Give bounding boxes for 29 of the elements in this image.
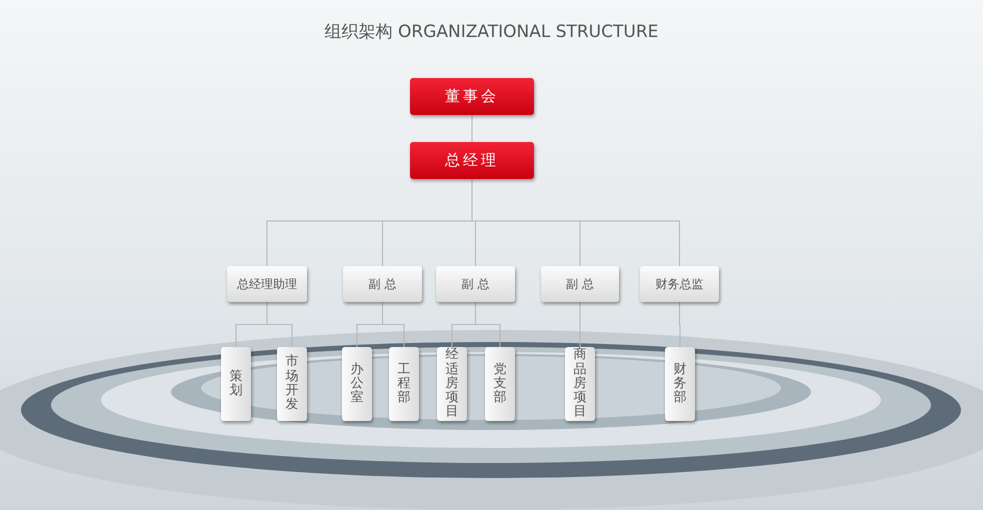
leader-box: 总经理	[410, 142, 534, 179]
department-box: 副 总	[343, 266, 422, 302]
unit-box	[437, 347, 467, 421]
connector-line	[472, 178, 680, 266]
unit-box	[221, 347, 251, 421]
department-box: 财务总监	[640, 266, 719, 302]
unit-box	[565, 347, 595, 421]
unit-box	[277, 347, 307, 421]
department-box: 副 总	[436, 266, 515, 302]
unit-box	[665, 347, 695, 421]
unit-name: 财务部	[674, 362, 686, 406]
unit-name: 党支部	[494, 362, 506, 406]
unit-name: 工程部	[398, 362, 410, 406]
title: 组织架构 ORGANIZATIONAL STRUCTURE	[324, 21, 660, 43]
unit-name: 市场开发	[286, 355, 298, 413]
unit-name: 经适房项目	[446, 348, 458, 420]
connector-line	[266, 302, 292, 348]
connector-line	[679, 302, 680, 348]
unit-box	[389, 347, 419, 421]
department-box: 总经理助理	[227, 266, 307, 302]
connector-line	[475, 302, 500, 348]
unit-name: 策划	[230, 370, 242, 398]
unit-box	[485, 347, 515, 421]
unit-box	[342, 347, 372, 421]
leader-box: 董事会	[410, 78, 534, 115]
unit-name: 商品房项目	[574, 348, 586, 420]
department-box: 副 总	[541, 266, 619, 302]
connector-line	[382, 302, 404, 348]
unit-name: 办公室	[350, 362, 364, 406]
